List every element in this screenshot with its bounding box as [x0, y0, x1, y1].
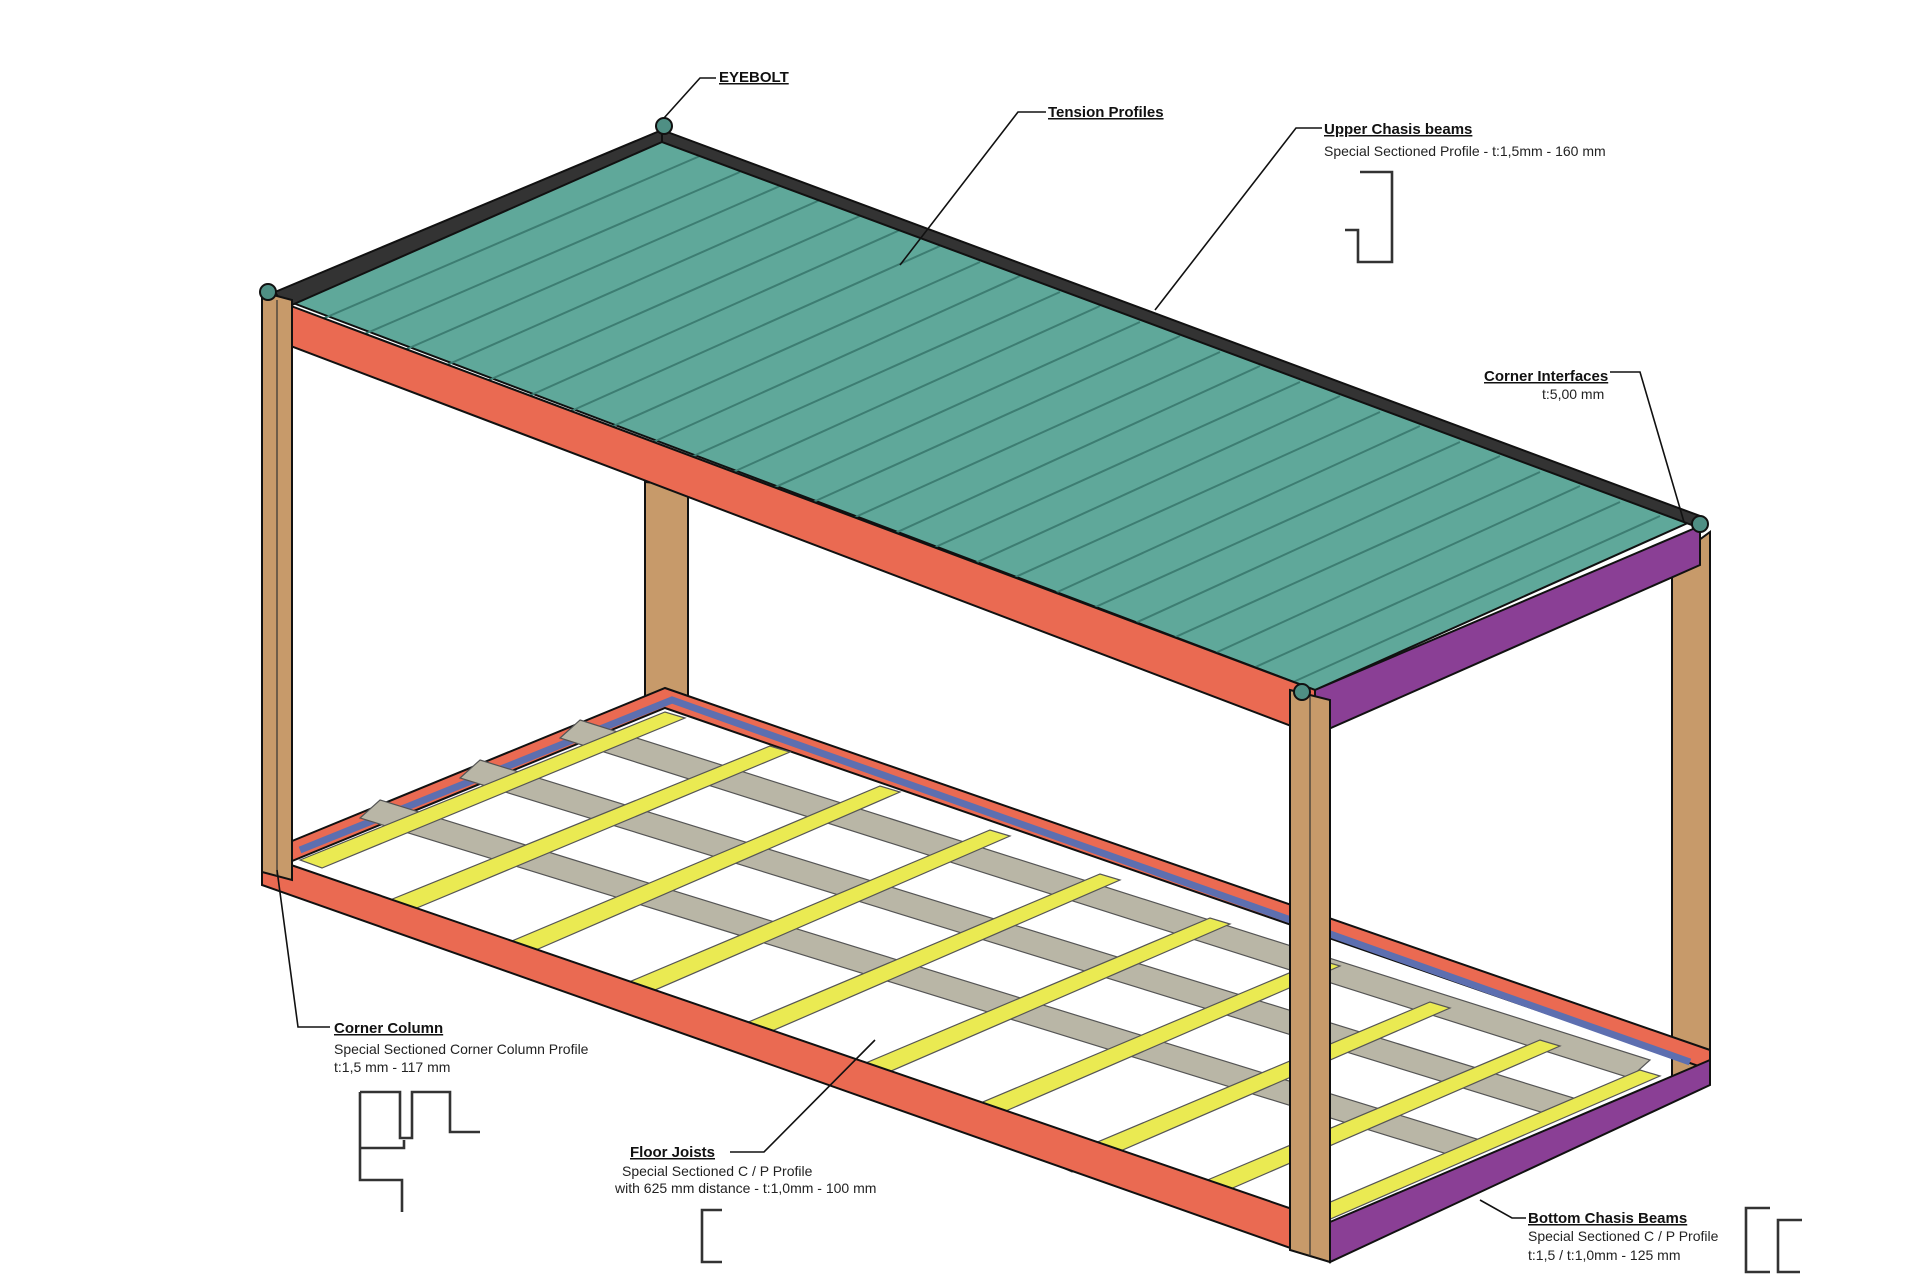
eyebolt-icon — [655, 117, 673, 135]
label-upper-sub: Special Sectioned Profile - t:1,5mm - 16… — [1324, 143, 1606, 159]
label-upper: Upper Chasis beams Special Sectioned Pro… — [1324, 121, 1606, 159]
corner-interface-icon — [1691, 515, 1709, 533]
label-corner-col-title: Corner Column — [334, 1020, 443, 1037]
front-columns — [261, 290, 1331, 1264]
label-floor-joists: Floor Joists Special Sectioned C / P Pro… — [614, 1144, 876, 1196]
corner-interface-icon — [1293, 683, 1311, 701]
label-bottom-sub1: Special Sectioned C / P Profile — [1528, 1228, 1719, 1244]
corner-interfaces — [259, 117, 1709, 701]
label-tension-title: Tension Profiles — [1048, 104, 1164, 121]
label-corner-if-title: Corner Interfaces — [1484, 368, 1608, 385]
label-floor-sub1: Special Sectioned C / P Profile — [622, 1163, 813, 1179]
label-tension: Tension Profiles — [1048, 104, 1164, 121]
label-corner-col-sub2: t:1,5 mm - 117 mm — [334, 1059, 450, 1075]
leader-lines — [276, 77, 1685, 1219]
profile-c-icon — [1345, 170, 1394, 264]
label-bottom-beams: Bottom Chasis Beams Special Sectioned C … — [1528, 1210, 1719, 1263]
floor-frame — [261, 686, 1711, 1264]
label-corner-col-sub1: Special Sectioned Corner Column Profile — [334, 1041, 589, 1057]
label-bottom-title: Bottom Chasis Beams — [1528, 1210, 1687, 1227]
roof — [273, 128, 1701, 737]
label-eyebolt-title: EYEBOLT — [719, 69, 789, 86]
floor-joists-yellow — [298, 711, 1662, 1241]
label-corner-column: Corner Column Special Sectioned Corner C… — [334, 1020, 589, 1075]
corner-interface-icon — [259, 283, 277, 301]
label-corner-interfaces: Corner Interfaces t:5,00 mm — [1484, 368, 1608, 402]
profile-cp-icon — [700, 1206, 1802, 1274]
back-left-column — [644, 480, 689, 710]
label-bottom-sub2: t:1,5 / t:1,0mm - 125 mm — [1528, 1247, 1681, 1263]
blue-rail — [298, 696, 1692, 1066]
profile-corner-icon — [358, 1090, 480, 1212]
label-upper-title: Upper Chasis beams — [1324, 121, 1472, 138]
back-right-column — [1671, 530, 1711, 1100]
label-corner-if-sub: t:5,00 mm — [1542, 386, 1604, 402]
label-floor-sub2: with 625 mm distance - t:1,0mm - 100 mm — [614, 1180, 876, 1196]
roof-ribs — [319, 155, 1661, 689]
label-eyebolt: EYEBOLT — [719, 69, 789, 86]
label-floor-title: Floor Joists — [630, 1144, 715, 1161]
